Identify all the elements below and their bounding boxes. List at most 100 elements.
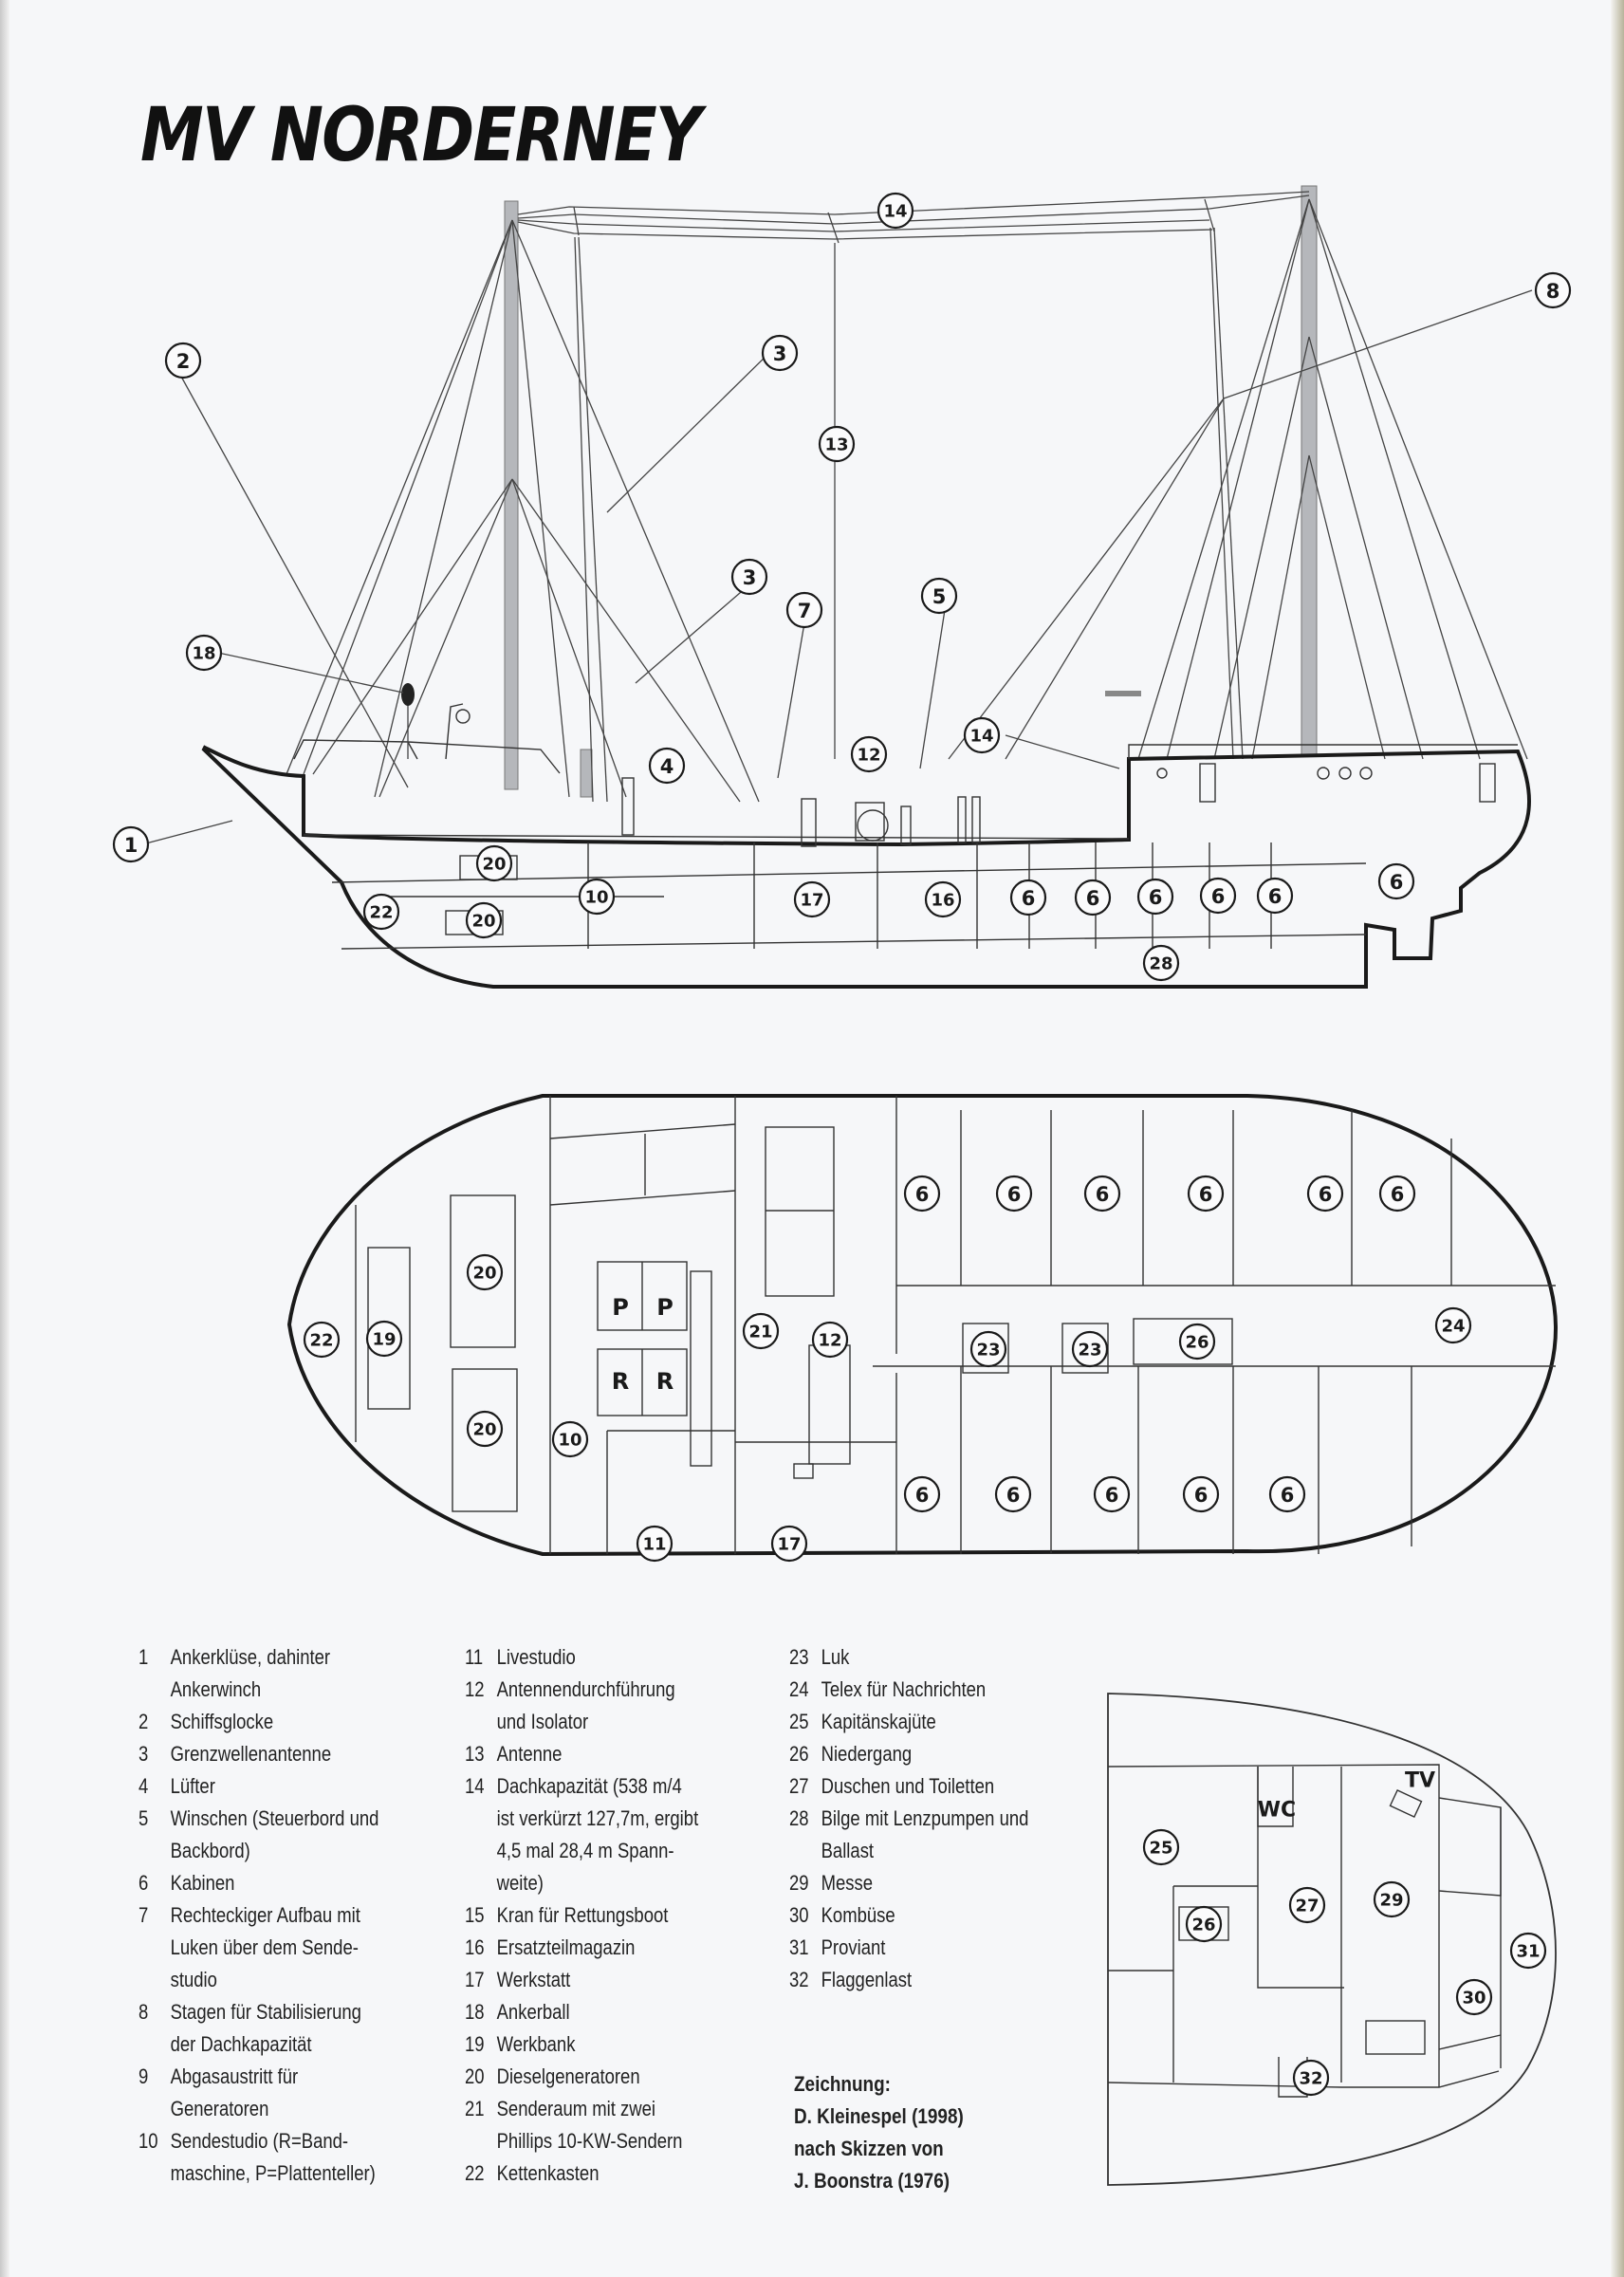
- callout-6: 6: [1377, 862, 1415, 900]
- callout-circle: [578, 878, 616, 916]
- legend-text: Kran für Rettungsboot: [496, 1903, 669, 1927]
- legend-text: Telex für Nachrichten: [821, 1677, 987, 1701]
- callout-number: 14: [969, 727, 993, 747]
- legend-number: 26: [789, 1742, 809, 1766]
- legend-number: 27: [789, 1774, 809, 1798]
- legend-text: Kombüse: [821, 1903, 895, 1927]
- legend-number: 24: [789, 1677, 809, 1701]
- legend-item: 14 Dachkapazität (538 m/4 ist verkürzt 12…: [465, 1770, 784, 1899]
- aft-deck-plan: WC TV: [1107, 1693, 1557, 2186]
- tv-label: TV: [1405, 1769, 1435, 1793]
- callout-20: 20: [475, 844, 513, 882]
- callout-10: 10: [578, 878, 616, 916]
- callout-6: 6: [1256, 877, 1294, 915]
- callout-23: 23: [969, 1330, 1007, 1368]
- callout-circle: [793, 880, 831, 918]
- legend-text: Dieselgeneratoren: [496, 2064, 640, 2088]
- legend-number: 3: [138, 1742, 149, 1766]
- turntable-label: P: [612, 1294, 629, 1321]
- legend-number: 28: [789, 1806, 809, 1830]
- legend-text: Ankerball: [496, 2000, 570, 2024]
- callout-circle: [1093, 1475, 1131, 1513]
- callout-number: 6: [1390, 871, 1404, 894]
- legend-text: Ankerklüse, dahinter Ankerwinch: [170, 1645, 331, 1701]
- legend-number: 25: [789, 1710, 809, 1733]
- wc-label: WC: [1258, 1799, 1296, 1823]
- legend-text: Sendestudio (R=Band- maschine, P=Platten…: [170, 2129, 376, 2185]
- legend-number: 15: [465, 1903, 485, 1927]
- legend-text: Dachkapazität (538 m/4 ist verkürzt 127,…: [496, 1774, 699, 1895]
- callout-circle: [1288, 1886, 1326, 1924]
- legend-text: Proviant: [821, 1935, 886, 1959]
- callout-30: 30: [1455, 1978, 1493, 2016]
- tape-machine-label: R: [656, 1368, 674, 1395]
- callout-6: 6: [1268, 1475, 1306, 1513]
- callout-12: 12: [850, 735, 888, 773]
- callout-circle: [475, 844, 513, 882]
- callout-6: 6: [903, 1175, 941, 1213]
- page-edge-left: [0, 0, 9, 2277]
- callout-circle: [1136, 878, 1174, 916]
- legend-text: Senderaum mit zwei Phillips 10-KW-Sender…: [496, 2097, 683, 2153]
- legend-number: 16: [465, 1935, 485, 1959]
- legend-item: 10 Sendestudio (R=Band- maschine, P=Platt…: [138, 2125, 441, 2190]
- callout-number: 8: [1546, 280, 1560, 303]
- main-mast-stays: [948, 198, 1528, 760]
- legend-number: 30: [789, 1903, 809, 1927]
- credits-line: D. Kleinespel (1998): [794, 2104, 964, 2128]
- callout-circle: [1378, 1175, 1416, 1213]
- callout-number: 6: [915, 1484, 930, 1507]
- callout-circle: [850, 735, 888, 773]
- legend-text: Antenne: [496, 1742, 563, 1766]
- callout-number: 32: [1299, 2069, 1322, 2089]
- callout-6: 6: [1378, 1175, 1416, 1213]
- callout-circle: [1434, 1306, 1472, 1344]
- callout-circle: [903, 1175, 941, 1213]
- legend-number: 5: [138, 1806, 149, 1830]
- callout-number: 6: [1086, 887, 1100, 910]
- legend-number: 10: [138, 2129, 158, 2153]
- callout-circle: [1199, 877, 1237, 915]
- legend-text: Luk: [821, 1645, 850, 1669]
- callout-19: 19: [365, 1320, 403, 1358]
- callout-number: 3: [743, 566, 757, 589]
- callout-circle: [761, 334, 799, 372]
- callout-17: 17: [793, 880, 831, 918]
- callout-number: 20: [472, 1420, 496, 1440]
- callout-circle: [303, 1321, 341, 1359]
- callout-circle: [969, 1330, 1007, 1368]
- vent: [621, 777, 635, 836]
- callout-number: 6: [1268, 885, 1283, 908]
- callout-number: 30: [1462, 1989, 1486, 2009]
- callout-circle: [112, 825, 150, 863]
- legend-text: Ersatzteilmagazin: [496, 1935, 636, 1959]
- callout-number: 17: [777, 1535, 801, 1555]
- legend-number: 13: [465, 1742, 485, 1766]
- callout-number: 2: [176, 350, 191, 373]
- callout-number: 6: [1319, 1183, 1333, 1206]
- callout-number: 1: [124, 834, 138, 857]
- callout-25: 25: [1142, 1828, 1180, 1866]
- legend-number: 19: [465, 2032, 485, 2056]
- callout-6: 6: [1182, 1475, 1220, 1513]
- turntable-label: P: [656, 1294, 674, 1321]
- legend-number: 2: [138, 1710, 149, 1733]
- legend-number: 14: [465, 1774, 485, 1798]
- callout-circle: [963, 716, 1001, 754]
- callout-1: 1: [112, 825, 150, 863]
- callout-number: 6: [1007, 1183, 1022, 1206]
- callout-21: 21: [742, 1312, 780, 1350]
- callout-27: 27: [1288, 1886, 1326, 1924]
- callout-4: 4: [648, 747, 686, 785]
- callout-number: 23: [976, 1341, 1000, 1361]
